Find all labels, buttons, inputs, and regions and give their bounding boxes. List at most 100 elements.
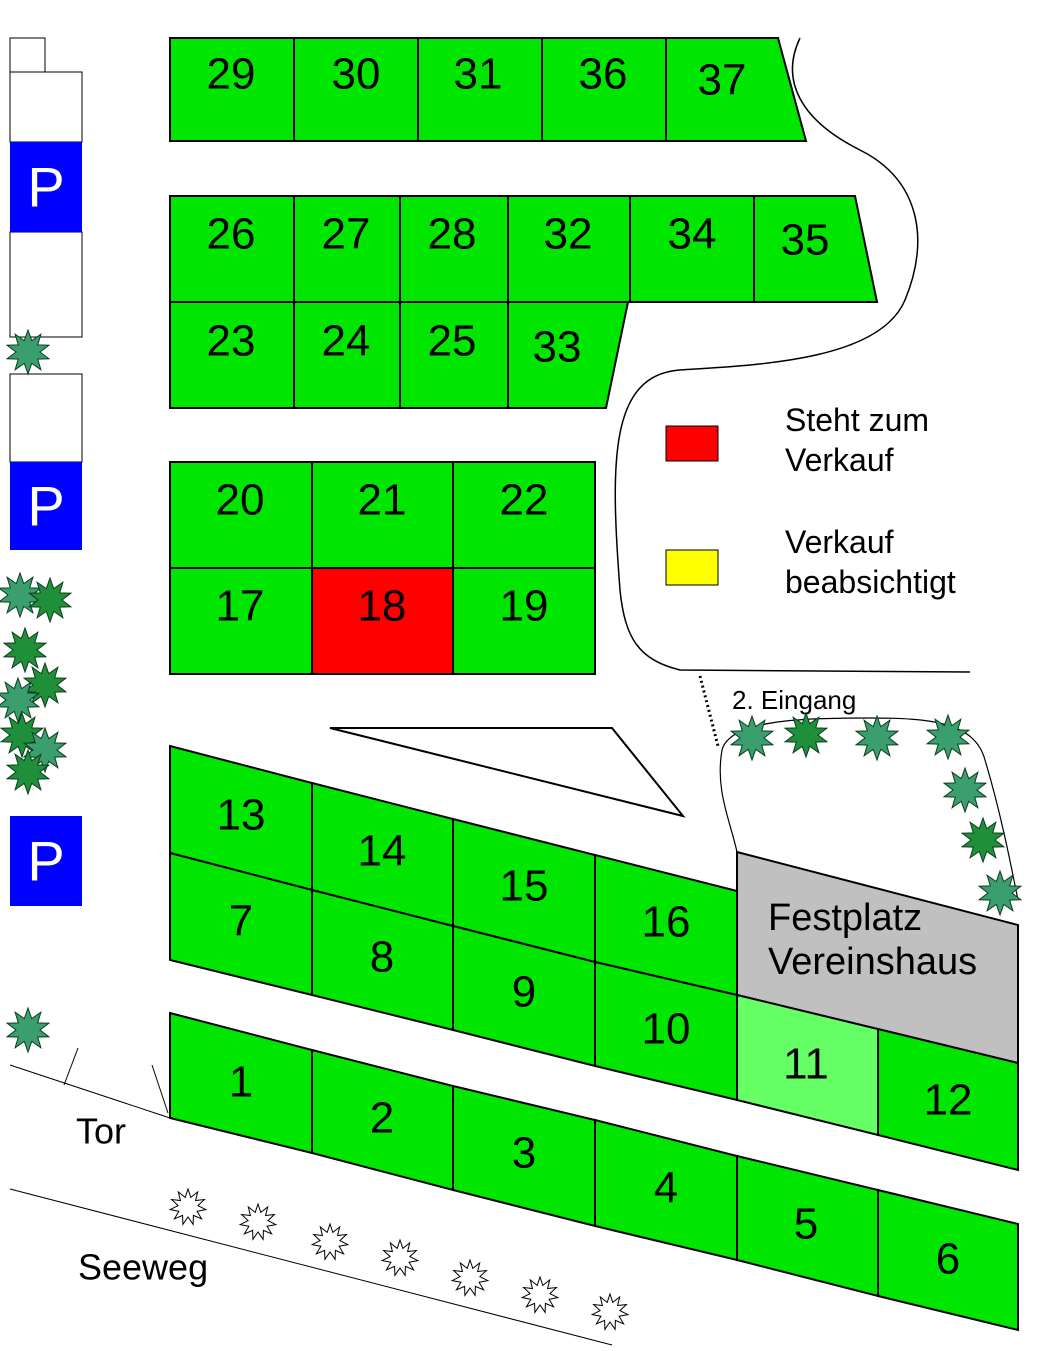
plot-number: 36 [579, 50, 628, 99]
plot-number: 33 [533, 323, 582, 372]
parking-stall-outline [9, 71, 83, 143]
plot-10[interactable]: 10 [594, 960, 738, 1102]
plot-number: 18 [358, 582, 407, 631]
second-entrance-label: 2. Eingang [732, 685, 856, 715]
plot-2[interactable]: 2 [311, 1048, 454, 1192]
parking-sign: P [10, 142, 82, 232]
plot-shape[interactable] [452, 567, 596, 675]
trees-layer [0, 328, 1023, 1331]
plot-13[interactable]: 13 [169, 744, 313, 892]
plot-25[interactable]: 25 [399, 301, 509, 409]
plot-number: 28 [428, 210, 477, 259]
plot-33[interactable]: 33 [507, 301, 630, 409]
plot-4[interactable]: 4 [594, 1118, 738, 1262]
legend-intended-label: beabsichtigt [785, 564, 956, 600]
plot-6[interactable]: 6 [877, 1188, 1019, 1332]
plot-36[interactable]: 36 [541, 37, 667, 142]
plot-number: 16 [642, 898, 691, 947]
plot-29[interactable]: 29 [169, 37, 295, 142]
second-entrance-path [698, 675, 720, 747]
plot-number: 25 [428, 317, 477, 366]
plot-number: 20 [216, 476, 265, 525]
plot-number: 12 [924, 1076, 973, 1125]
tree-icon [0, 676, 41, 724]
plot-number: 15 [500, 862, 549, 911]
plot-number: 14 [358, 827, 407, 876]
plot-number: 8 [370, 933, 394, 982]
legend-for-sale-label: Steht zum [785, 402, 929, 438]
triangle-area [329, 727, 686, 818]
tree-icon [783, 711, 829, 759]
plot-14[interactable]: 14 [311, 781, 454, 928]
plot-30[interactable]: 30 [293, 37, 419, 142]
plot-number: 22 [500, 476, 549, 525]
plot-28[interactable]: 28 [399, 195, 509, 303]
plot-shape[interactable] [877, 1027, 1019, 1172]
plot-number: 26 [207, 210, 256, 259]
plot-32[interactable]: 32 [507, 195, 631, 303]
plot-shape[interactable] [753, 195, 879, 303]
tree-icon [5, 748, 51, 796]
plot-22[interactable]: 22 [452, 461, 596, 569]
tree-icon [2, 626, 48, 674]
tree-icon [960, 816, 1006, 864]
tree-icon [5, 328, 51, 376]
plot-20[interactable]: 20 [169, 461, 313, 569]
plot-19[interactable]: 19 [452, 567, 596, 675]
festplatz-label: Vereinshaus [768, 941, 977, 983]
plot-35[interactable]: 35 [753, 195, 879, 303]
plot-number: 24 [322, 317, 371, 366]
plot-23[interactable]: 23 [169, 301, 295, 409]
parking-sign: P [10, 816, 82, 906]
legend-intended-label: Verkauf [785, 524, 894, 560]
plot-9[interactable]: 9 [452, 924, 596, 1068]
plot-3[interactable]: 3 [452, 1084, 596, 1228]
festplatz-label: Festplatz [768, 897, 922, 939]
parking-sign: P [10, 462, 82, 550]
plot-number: 6 [936, 1235, 960, 1284]
plot-number: 5 [794, 1200, 818, 1249]
fence-line [9, 1064, 171, 1119]
plot-shape[interactable] [507, 301, 630, 409]
plot-12[interactable]: 12 [877, 1027, 1019, 1172]
plot-18[interactable]: 18 [311, 567, 454, 675]
legend: Steht zum Verkauf Verkauf beabsichtigt [665, 402, 956, 600]
plot-5[interactable]: 5 [736, 1154, 879, 1298]
plot-number: 3 [512, 1129, 536, 1178]
plot-number: 37 [698, 56, 747, 105]
parking-label: P [27, 156, 64, 219]
tree-icon [854, 714, 900, 762]
tree-icon [942, 766, 988, 814]
tree-icon [925, 713, 971, 761]
plot-7[interactable]: 7 [169, 851, 313, 997]
plot-24[interactable]: 24 [293, 301, 401, 409]
parking-label: P [27, 475, 64, 538]
plot-shape[interactable] [665, 37, 808, 142]
plot-1[interactable]: 1 [169, 1011, 313, 1155]
plot-21[interactable]: 21 [311, 461, 454, 569]
plot-shape[interactable] [877, 1188, 1019, 1332]
plot-number: 34 [668, 210, 717, 259]
parking-stall-outline [9, 37, 46, 73]
parking-area: P P P [9, 37, 83, 906]
gate-post [151, 1064, 169, 1114]
plot-15[interactable]: 15 [452, 817, 596, 964]
tree-icon [5, 1006, 51, 1054]
plot-31[interactable]: 31 [417, 37, 543, 142]
road-edge [9, 1188, 613, 1346]
plot-number: 29 [207, 50, 256, 99]
plot-34[interactable]: 34 [629, 195, 755, 303]
plot-number: 27 [322, 210, 371, 259]
plot-17[interactable]: 17 [169, 567, 313, 675]
plot-number: 21 [358, 476, 407, 525]
plot-11[interactable]: 11 [736, 993, 879, 1137]
plot-37[interactable]: 37 [665, 37, 808, 142]
plot-number: 10 [642, 1005, 691, 1054]
plot-26[interactable]: 26 [169, 195, 295, 303]
plot-27[interactable]: 27 [293, 195, 401, 303]
tree-icon [729, 714, 775, 762]
entrance-path-curve [719, 717, 1019, 901]
parking-stall-outline [9, 373, 83, 463]
